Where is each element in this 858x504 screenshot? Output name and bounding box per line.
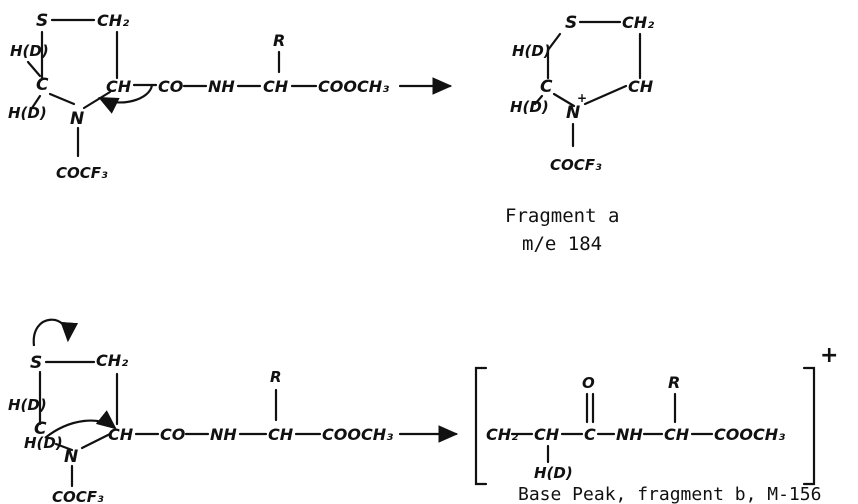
n-ch-bond: [80, 432, 112, 450]
h-lower-label: H(D): [8, 104, 47, 122]
positive-charge: +: [820, 343, 838, 368]
hd-label: H(D): [534, 464, 573, 482]
ch-chain-label: CH: [263, 77, 289, 96]
r-label: R: [273, 31, 285, 50]
s-c-bond-upper: [546, 32, 562, 52]
bottom-product: + CH₂ CH H(D) C O NH R CH COOCH₃ Base Pe…: [474, 343, 838, 504]
top-product: S CH₂ H(D) C H(D) N + CH COCF₃ Fragment …: [505, 13, 654, 255]
cocf3-label: COCF₃: [550, 156, 602, 174]
right-bracket: [802, 366, 816, 486]
sulfur-label: S: [565, 13, 577, 33]
ch2-label: CH₂: [622, 13, 654, 32]
c-n-bond: [54, 442, 74, 452]
fragment-a-mass: m/e 184: [522, 233, 602, 255]
r-label: R: [668, 373, 680, 392]
sulfur-label: S: [36, 11, 48, 31]
left-bracket: [474, 366, 488, 486]
curved-electron-arrow: [98, 84, 154, 114]
nitrogen-label: N: [566, 103, 580, 123]
cocf3-label: COCF₃: [52, 488, 104, 504]
cooch3-label: COOCH₃: [318, 77, 389, 96]
curved-sulfur-arrow: [32, 318, 79, 347]
ch-label: CH: [628, 77, 654, 96]
r-label: R: [270, 368, 282, 386]
cocf3-label: COCF₃: [56, 164, 108, 182]
n-ch-bond: [82, 90, 112, 110]
ch2-label: CH₂: [486, 425, 518, 444]
ch-chain-label: CH: [268, 425, 294, 444]
n-plus-charge: +: [577, 91, 587, 105]
ch-chain-label: CH: [664, 425, 690, 444]
h-upper-bond: [26, 60, 42, 78]
c-n-bond: [48, 92, 76, 106]
sulfur-label: S: [30, 353, 42, 373]
ch2-label: CH₂: [97, 11, 129, 30]
co-label: CO: [160, 425, 186, 444]
h-lower-bond: [533, 94, 544, 106]
oxygen-label: O: [582, 374, 595, 392]
bottom-reactant: S CH₂ H(D) C H(D) N CH COCF₃ CO NH R CH …: [8, 318, 393, 504]
carbon-label: C: [540, 77, 553, 97]
h-upper-label: H(D): [8, 396, 47, 414]
carbon-label: C: [34, 419, 47, 439]
h-lower-label: H(D): [510, 98, 549, 116]
top-reactant: S CH₂ H(D) C H(D) N CH COCF₃ CO NH R CH …: [8, 11, 389, 182]
h-upper-label: H(D): [10, 42, 49, 60]
carbon-label: C: [36, 75, 49, 95]
ch-label: CH: [108, 425, 134, 444]
nitrogen-label: N: [70, 109, 84, 129]
nh-label: NH: [208, 77, 235, 96]
base-peak-caption: Base Peak, fragment b, M-156: [518, 484, 821, 504]
cooch3-label: COOCH₃: [714, 425, 785, 444]
nh-label: NH: [210, 425, 237, 444]
curved-hydrogen-arrow: [44, 410, 117, 439]
co-label: CO: [158, 77, 184, 96]
fragment-a-caption: Fragment a: [505, 205, 619, 227]
h-upper-label: H(D): [512, 42, 551, 60]
ch2-label: CH₂: [96, 351, 128, 370]
h-lower-bond: [30, 94, 42, 110]
cooch3-label: COOCH₃: [322, 425, 393, 444]
nitrogen-label: N: [64, 447, 78, 467]
h-lower-label: H(D): [24, 434, 63, 452]
ch-label: CH: [106, 77, 132, 96]
nh-label: NH: [616, 425, 643, 444]
carbonyl-carbon-label: C: [584, 425, 596, 444]
ch-label: CH: [534, 425, 560, 444]
c-n-bond: [552, 92, 576, 108]
n-ch-double-bond: [583, 84, 628, 106]
